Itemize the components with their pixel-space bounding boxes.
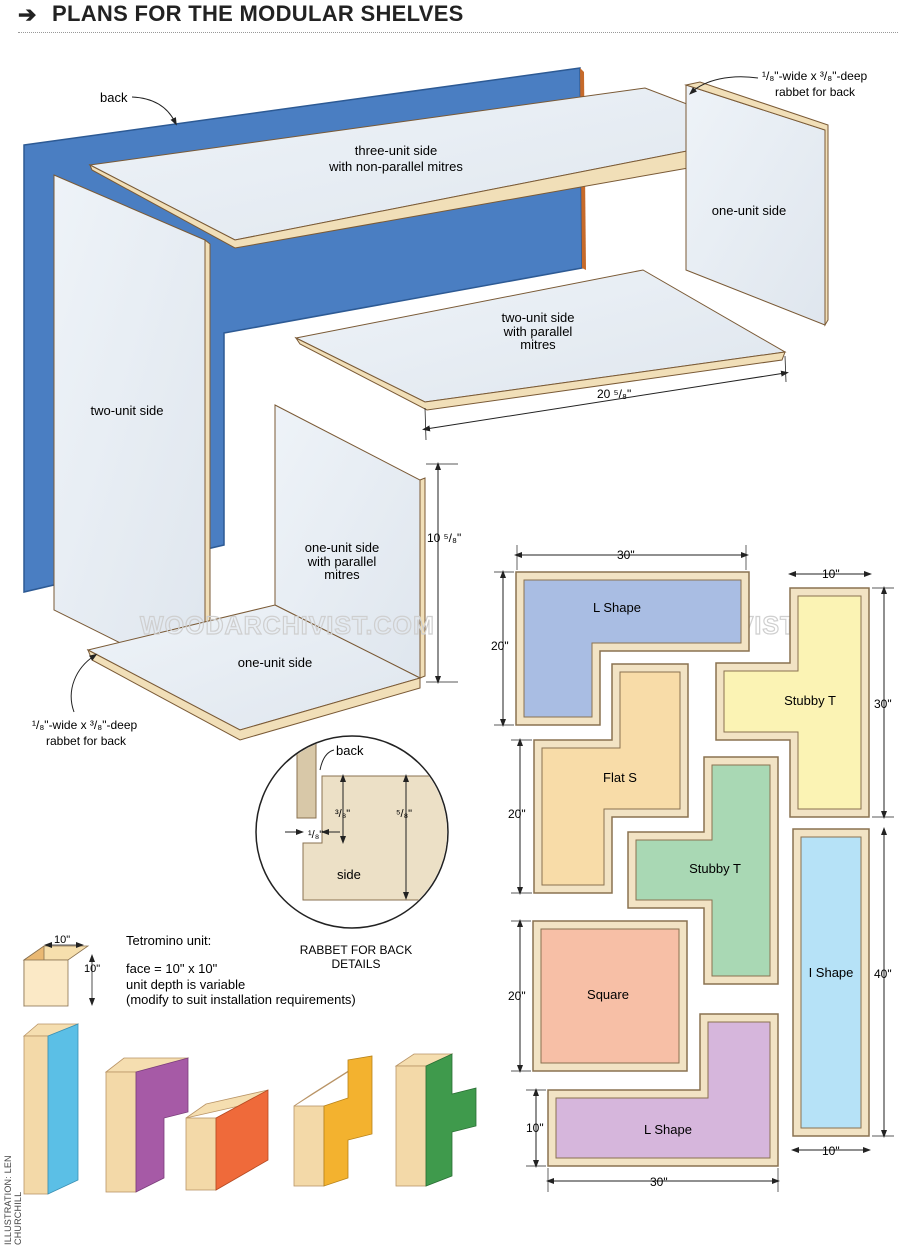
piece-fill [540, 928, 680, 1064]
dim-label-right-10: 10" [822, 567, 840, 581]
dim-label-bottom-10: 10" [822, 1144, 840, 1158]
label-dim-10-5-8: 10 ⁵/₈" [427, 531, 461, 545]
detail-label-side: side [337, 867, 361, 882]
dim-label-left-10: 10" [526, 1121, 544, 1135]
label-one-unit-bottom: one-unit side [238, 655, 312, 670]
detail-title-1: RABBET FOR BACK [300, 943, 412, 957]
label-rabbet-top-2: rabbet for back [775, 85, 856, 99]
dim-ext-right [784, 355, 787, 383]
dim-label-right-30: 30" [874, 697, 892, 711]
label-back: back [100, 90, 128, 105]
unit-cube-face [23, 959, 69, 1007]
piece-fill [555, 1021, 771, 1159]
detail-title-2: DETAILS [331, 957, 380, 971]
illustration-credit: ILLUSTRATION: LEN CHURCHILL [3, 1155, 23, 1245]
piece-l-shape-bottom [547, 1013, 779, 1167]
piece-fill [541, 671, 681, 886]
detail-label-1-8: ¹/₈" [308, 829, 323, 841]
detail-side-piece [302, 775, 447, 901]
dim-label-right-40: 40" [874, 967, 892, 981]
piece-fill [523, 579, 742, 718]
detail-label-5-8: ⁵/₈" [396, 808, 412, 820]
label-one-unit-par-2: with parallel [307, 554, 377, 569]
piece-label: Stubby T [784, 693, 836, 708]
piece-l-shape-top [515, 571, 750, 726]
back-callout [131, 96, 177, 126]
piece-fill [800, 836, 862, 1129]
label-one-unit-par-3: mitres [324, 567, 360, 582]
tetromino-unit: 10" 10" Tetromino unit: face = 10" x 10"… [22, 933, 356, 1007]
dim-label-bottom-30: 30" [650, 1175, 668, 1189]
dim-label-top-30: 30" [617, 548, 635, 562]
one-unit-side-right-edge [684, 81, 829, 327]
header-divider [18, 32, 898, 33]
piece-square [532, 920, 688, 1072]
block-l [104, 1057, 190, 1193]
exploded-shelf: back ¹/₈"-wide x ³/₈"-deep rabbet for ba… [23, 67, 867, 748]
layout-plan: L Shape Stubby T Flat S Stubby T I Shape… [491, 545, 894, 1192]
unit-depth: unit depth is variable [126, 977, 245, 992]
block-t [394, 1053, 477, 1187]
label-two-unit-left: two-unit side [91, 403, 164, 418]
unit-label-w: 10" [54, 934, 70, 946]
label-dim-20-5-8: 20 ⁵/₈" [597, 387, 631, 401]
block-square [185, 1089, 269, 1191]
page-title: PLANS FOR THE MODULAR SHELVES [52, 1, 464, 26]
two-unit-side-left-panel [53, 174, 206, 686]
dim-label-left-20-c: 20" [508, 989, 526, 1003]
dim-label-left-20-a: 20" [491, 639, 509, 653]
one-unit-side-parallel-edge [419, 477, 426, 679]
block-s [293, 1055, 373, 1187]
piece-i-shape [792, 828, 870, 1137]
label-two-unit-par-2: with parallel [503, 324, 573, 339]
dim-line-20-5-8 [422, 370, 789, 432]
label-three-unit-2: with non-parallel mitres [328, 159, 463, 174]
piece-stubby-t-middle [627, 756, 779, 985]
detail-label-back: back [336, 743, 364, 758]
rabbet-detail: back ³/₈" ⁵/₈" ¹/₈" side RABBET FOR BACK… [255, 735, 449, 971]
piece-label: I Shape [809, 965, 854, 980]
label-rabbet-bot-1: ¹/₈"-wide x ³/₈"-deep [32, 718, 137, 732]
piece-label: L Shape [593, 600, 641, 615]
detail-label-3-8: ³/₈" [335, 808, 350, 820]
dim-label-left-20-b: 20" [508, 807, 526, 821]
unit-title: Tetromino unit: [126, 933, 211, 948]
piece-fill [723, 595, 862, 810]
piece-fill [635, 764, 771, 977]
piece-label: Stubby T [689, 861, 741, 876]
piece-flat-s [533, 663, 689, 894]
label-two-unit-par-3: mitres [520, 337, 556, 352]
label-one-unit-par-1: one-unit side [305, 540, 379, 555]
piece-stubby-t-right [715, 587, 870, 818]
rabbet-bottom-callout [70, 653, 98, 713]
unit-face: face = 10" x 10" [126, 961, 218, 976]
dim-ext-left [424, 407, 427, 441]
label-three-unit-1: three-unit side [355, 143, 437, 158]
arrow-right-icon: ➔ [18, 2, 37, 27]
unit-label-h: 10" [84, 963, 100, 975]
label-one-unit-right: one-unit side [712, 203, 786, 218]
detail-back-callout [319, 749, 335, 771]
label-rabbet-top-1: ¹/₈"-wide x ³/₈"-deep [762, 69, 867, 83]
unit-note: (modify to suit installation requirement… [126, 992, 356, 1007]
label-rabbet-bot-2: rabbet for back [46, 734, 127, 748]
page-header: ➔ PLANS FOR THE MODULAR SHELVES [0, 0, 900, 33]
block-i [22, 1023, 80, 1195]
piece-label: Square [587, 987, 629, 1002]
detail-back-piece [296, 737, 317, 819]
rabbet-top-callout [689, 76, 759, 95]
watermark-left: WOODARCHIVIST.COM [140, 612, 435, 640]
tetromino-blocks [22, 1023, 477, 1195]
piece-label: L Shape [644, 1122, 692, 1137]
piece-label: Flat S [603, 770, 637, 785]
label-two-unit-par-1: two-unit side [502, 310, 575, 325]
